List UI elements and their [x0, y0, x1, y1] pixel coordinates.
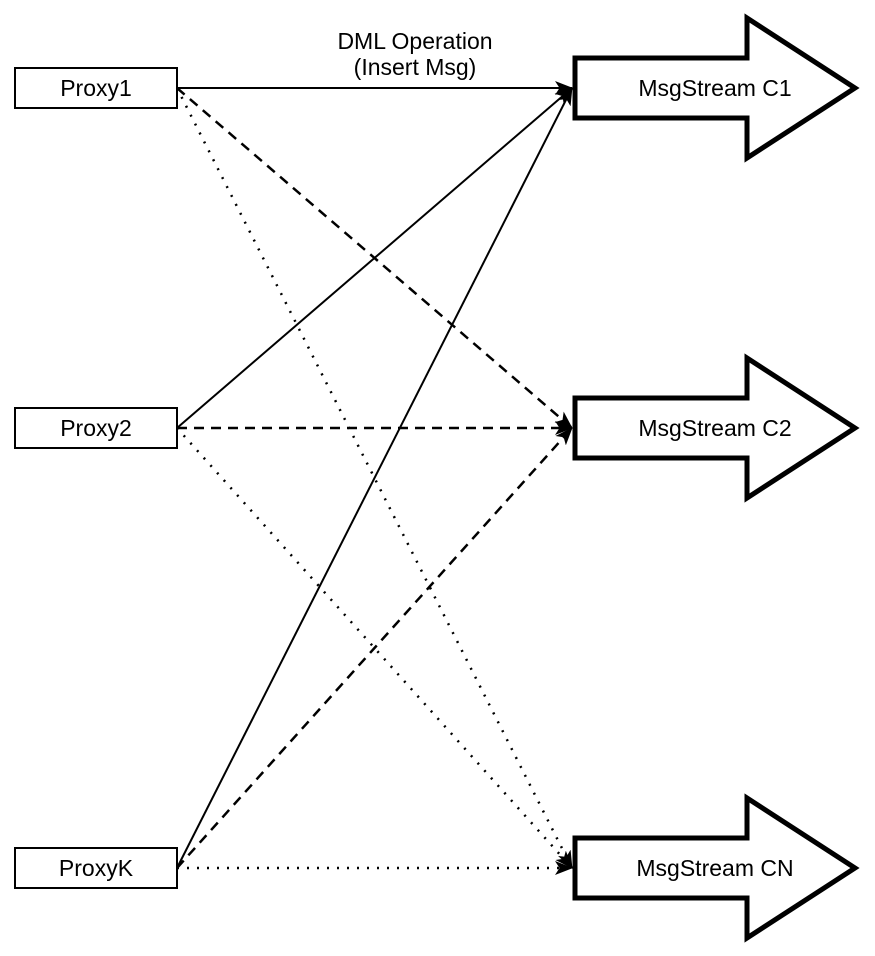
proxy-node-proxy1: Proxy1 — [14, 67, 178, 109]
proxy-label-proxy1: Proxy1 — [60, 75, 132, 101]
stream-label-c2: MsgStream C2 — [638, 415, 791, 441]
edge-proxyk-to-c2 — [176, 427, 573, 869]
annotation: DML Operation (Insert Msg) — [337, 28, 492, 80]
annotation-line2: (Insert Msg) — [354, 54, 477, 80]
proxy-box — [14, 67, 178, 109]
edge-proxyk-to-c1 — [176, 87, 573, 869]
annotation-line1: DML Operation — [337, 28, 492, 54]
block-arrow-icon — [572, 353, 860, 503]
stream-label-c1: MsgStream C1 — [638, 75, 791, 101]
proxy-node-proxy2: Proxy2 — [14, 407, 178, 449]
proxy-label-proxy2: Proxy2 — [60, 415, 132, 441]
stream-label-cn: MsgStream CN — [636, 855, 793, 881]
block-arrow-icon — [572, 13, 860, 163]
proxy-label-proxyk: ProxyK — [59, 855, 134, 881]
edges-layer — [175, 81, 574, 875]
edge-proxy2-to-c1 — [176, 87, 573, 429]
stream-node-c1: MsgStream C1 — [572, 13, 860, 163]
stream-node-cn: MsgStream CN — [572, 793, 860, 943]
block-arrow-icon — [572, 793, 860, 943]
stream-node-c2: MsgStream C2 — [572, 353, 860, 503]
proxy-node-proxyk: ProxyK — [14, 847, 178, 889]
